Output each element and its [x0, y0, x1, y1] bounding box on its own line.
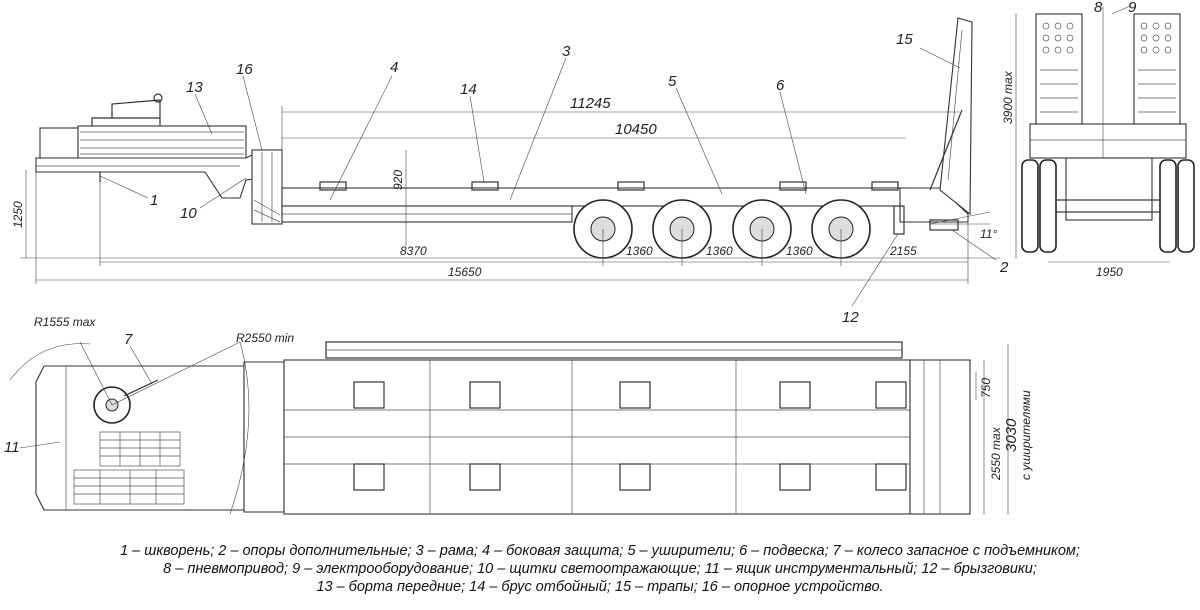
front-board-13 [77, 125, 247, 161]
callout-4: 4 [390, 59, 398, 76]
radius-2550: R2550 min [236, 331, 294, 345]
deck-brackets [319, 181, 899, 191]
callout-5: 5 [668, 73, 677, 90]
rear-frame [1065, 157, 1153, 221]
legend-line-3: 13 – борта передние; 14 – брус отбойный;… [316, 579, 884, 595]
callout-11: 11 [4, 439, 20, 456]
dim-3030-note: с уширителями [1019, 390, 1033, 480]
callout-1: 1 [150, 192, 158, 209]
callout-15: 15 [896, 31, 913, 48]
leader-lines [99, 47, 997, 307]
mudflap-12 [893, 205, 905, 235]
dim-1360-b: 1360 [706, 244, 733, 258]
callout-8: 8 [1094, 0, 1103, 16]
dim-1950: 1950 [1096, 265, 1123, 279]
dim-2550-max: 2550 max [989, 426, 1003, 481]
ramp-15 [939, 17, 973, 216]
top-view: 7 11 R1555 max R2550 min 750 2550 max 30… [4, 315, 1033, 515]
rear-ramp-right [1133, 13, 1181, 125]
callout-9: 9 [1128, 0, 1137, 16]
dim-3900-max: 3900 max [1001, 70, 1015, 124]
support-2 [929, 219, 959, 231]
dim-10450: 10450 [615, 121, 657, 138]
front-box [39, 127, 79, 159]
legend: 1 – шкворень; 2 – опоры дополнительные; … [0, 542, 1200, 596]
top-suspension-pads [353, 381, 907, 491]
callout-16: 16 [236, 61, 253, 78]
radius-1555: R1555 max [34, 315, 96, 329]
callout-3: 3 [562, 43, 571, 60]
dim-3030: 3030 [1003, 418, 1020, 452]
callout-10: 10 [180, 205, 197, 222]
dim-11-degrees: 11° [980, 227, 997, 241]
support-device-16 [251, 149, 283, 225]
dim-1250: 1250 [11, 201, 25, 228]
dim-11245: 11245 [570, 95, 611, 112]
dim-15650: 15650 [448, 265, 482, 279]
dim-920: 920 [391, 170, 405, 190]
dim-8370: 8370 [400, 244, 427, 258]
dim-1360-a: 1360 [626, 244, 653, 258]
dim-2155: 2155 [889, 244, 917, 258]
top-boxes [73, 431, 185, 505]
callout-6: 6 [776, 77, 785, 94]
callout-14: 14 [460, 81, 477, 98]
rear-body [1029, 123, 1187, 159]
r1555-arc [9, 343, 91, 381]
legend-line-1: 1 – шкворень; 2 – опоры дополнительные; … [120, 543, 1080, 559]
side-view: 1 10 13 16 4 14 3 5 6 15 2 12 11245 1045… [11, 17, 1009, 326]
rear-ramp-left [1035, 13, 1083, 125]
gooseneck [35, 151, 263, 199]
top-neck [243, 361, 285, 513]
rear-view: 3900 max 1950 8 9 [1001, 0, 1195, 279]
callout-7: 7 [124, 331, 133, 348]
callout-12: 12 [842, 309, 859, 326]
callout-2: 2 [999, 259, 1009, 276]
trailer-drawing: 1 10 13 16 4 14 3 5 6 15 2 12 11245 1045… [4, 0, 1195, 515]
dim-750: 750 [979, 378, 993, 398]
legend-line-2: 8 – пневмопривод; 9 – электрооборудовани… [163, 561, 1037, 577]
dim-1360-c: 1360 [786, 244, 813, 258]
callout-13: 13 [186, 79, 203, 96]
